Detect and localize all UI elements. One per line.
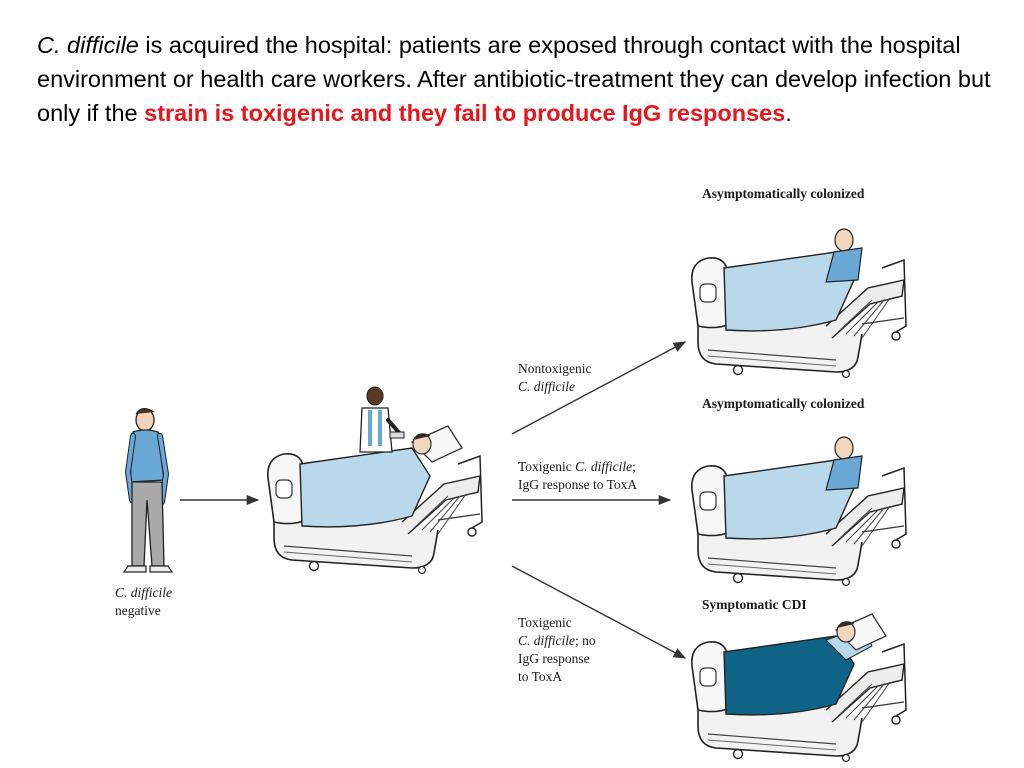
label-toxigenic-igg: Toxigenic C. difficile; IgG response to … [518,458,637,494]
label-nontoxigenic-line1: Nontoxigenic [518,361,592,376]
label-toxigenic-no-igg-suffix: ; no [575,633,596,648]
label-toxigenic-no-igg-line4: to ToxA [518,669,563,684]
intro-emphasis: strain is toxigenic and they fail to pro… [144,100,786,126]
doctor-icon [359,386,405,453]
hospital-bed-icon-top [690,228,907,379]
label-toxigenic-igg-suffix: ; [632,459,636,474]
label-toxigenic-no-igg-organism: C. difficile [518,633,575,648]
arrow-toxigenic-no-igg [511,565,687,659]
label-toxigenic-no-igg: Toxigenic C. difficile; no IgG response … [518,614,596,686]
label-nontoxigenic: Nontoxigenic C. difficile [518,360,592,396]
intro-text: is acquired the hospital: patients are e… [37,32,991,126]
person-label: C. difficile negative [115,584,172,620]
intro-end: . [785,100,792,126]
label-toxigenic-igg-line2: IgG response to ToxA [518,477,638,492]
person-label-status: negative [115,603,161,618]
outcome-middle-title: Asymptomatically colonized [702,396,865,411]
label-toxigenic-no-igg-line3: IgG response [518,651,590,666]
hospital-bed-icon-center [266,425,483,575]
arrow-nontoxigenic [511,341,687,435]
outcome-top-title: Asymptomatically colonized [702,186,865,201]
label-toxigenic-igg-organism: C. difficile [575,459,633,474]
label-toxigenic-no-igg-line1: Toxigenic [518,615,572,630]
label-toxigenic-igg-prefix: Toxigenic [518,459,576,474]
outcome-bottom-title: Symptomatic CDI [702,597,807,612]
hospital-bed-icon-middle [690,436,907,587]
person-label-organism: C. difficile [115,585,172,600]
hospital-bed-icon-bottom [690,613,907,763]
intro-paragraph: C. difficile is acquired the hospital: p… [37,28,997,130]
intro-organism: C. difficile [37,32,139,58]
standing-person-icon [122,408,174,573]
label-nontoxigenic-organism: C. difficile [518,379,575,394]
